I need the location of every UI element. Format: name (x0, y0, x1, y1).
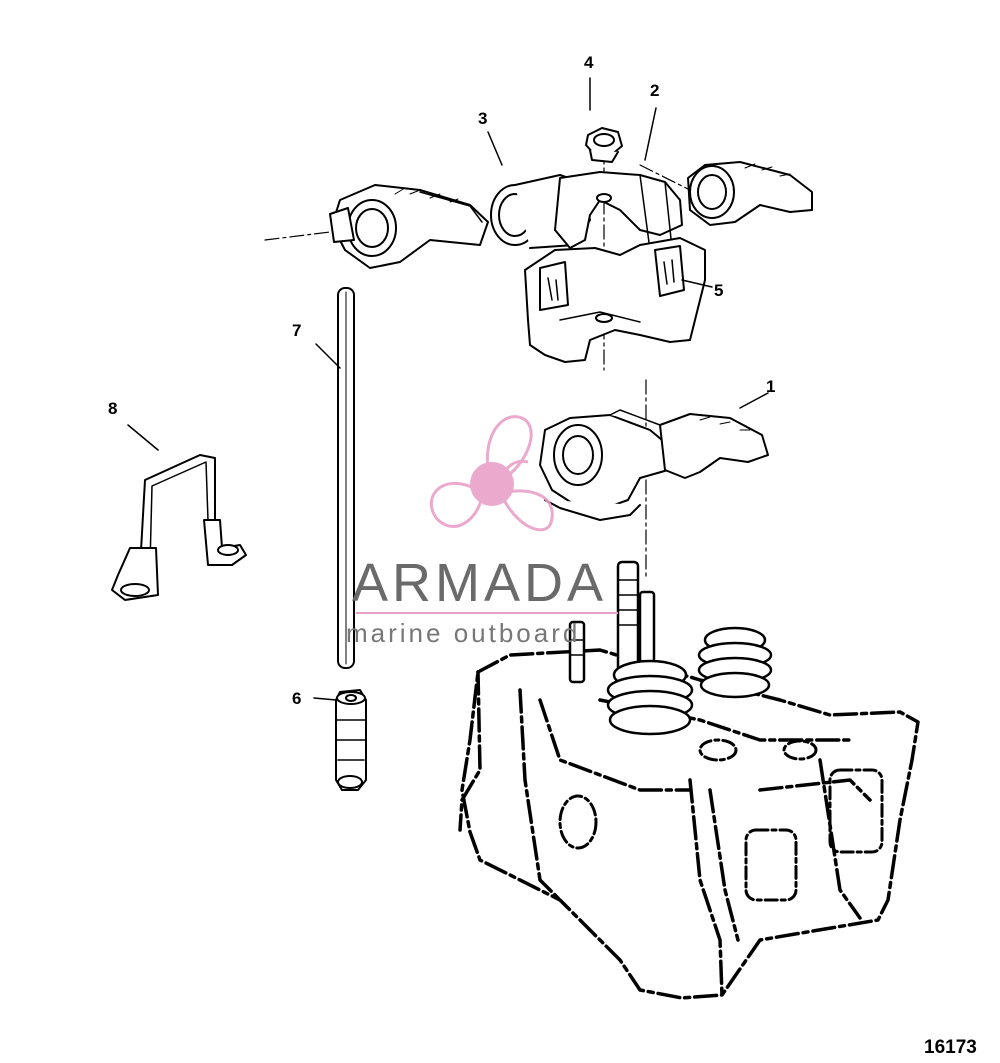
part-1-rocker-arm-set (539, 409, 769, 521)
figure-number: 16173 (924, 1037, 977, 1058)
part-5-pushrod-guide (524, 237, 706, 363)
part-8-lifter-retainer (111, 454, 247, 601)
callout-2: 2 (650, 81, 660, 100)
part-2-rocker-arm-right (687, 161, 813, 226)
leader-lines (127, 77, 769, 701)
part-4-nut (585, 127, 623, 163)
part-2-pivot-bracket (554, 171, 683, 251)
cylinder-head-ports (558, 738, 884, 902)
callout-8: 8 (108, 399, 118, 418)
callout-1: 1 (766, 377, 776, 396)
callout-7: 7 (292, 321, 302, 340)
callout-3: 3 (478, 109, 488, 128)
callout-6: 6 (292, 689, 302, 708)
watermark-tagline: marine outboard (346, 618, 581, 648)
callout-5: 5 (714, 281, 724, 300)
callout-4: 4 (584, 53, 594, 72)
part-6-lifter (335, 689, 367, 791)
propeller-icon (429, 415, 554, 532)
valve-springs-and-studs (568, 560, 773, 736)
part-7-pushrod (337, 287, 355, 669)
part-3-rocker-arm-left (329, 184, 489, 269)
watermark-brand: ARMADA (352, 553, 608, 613)
